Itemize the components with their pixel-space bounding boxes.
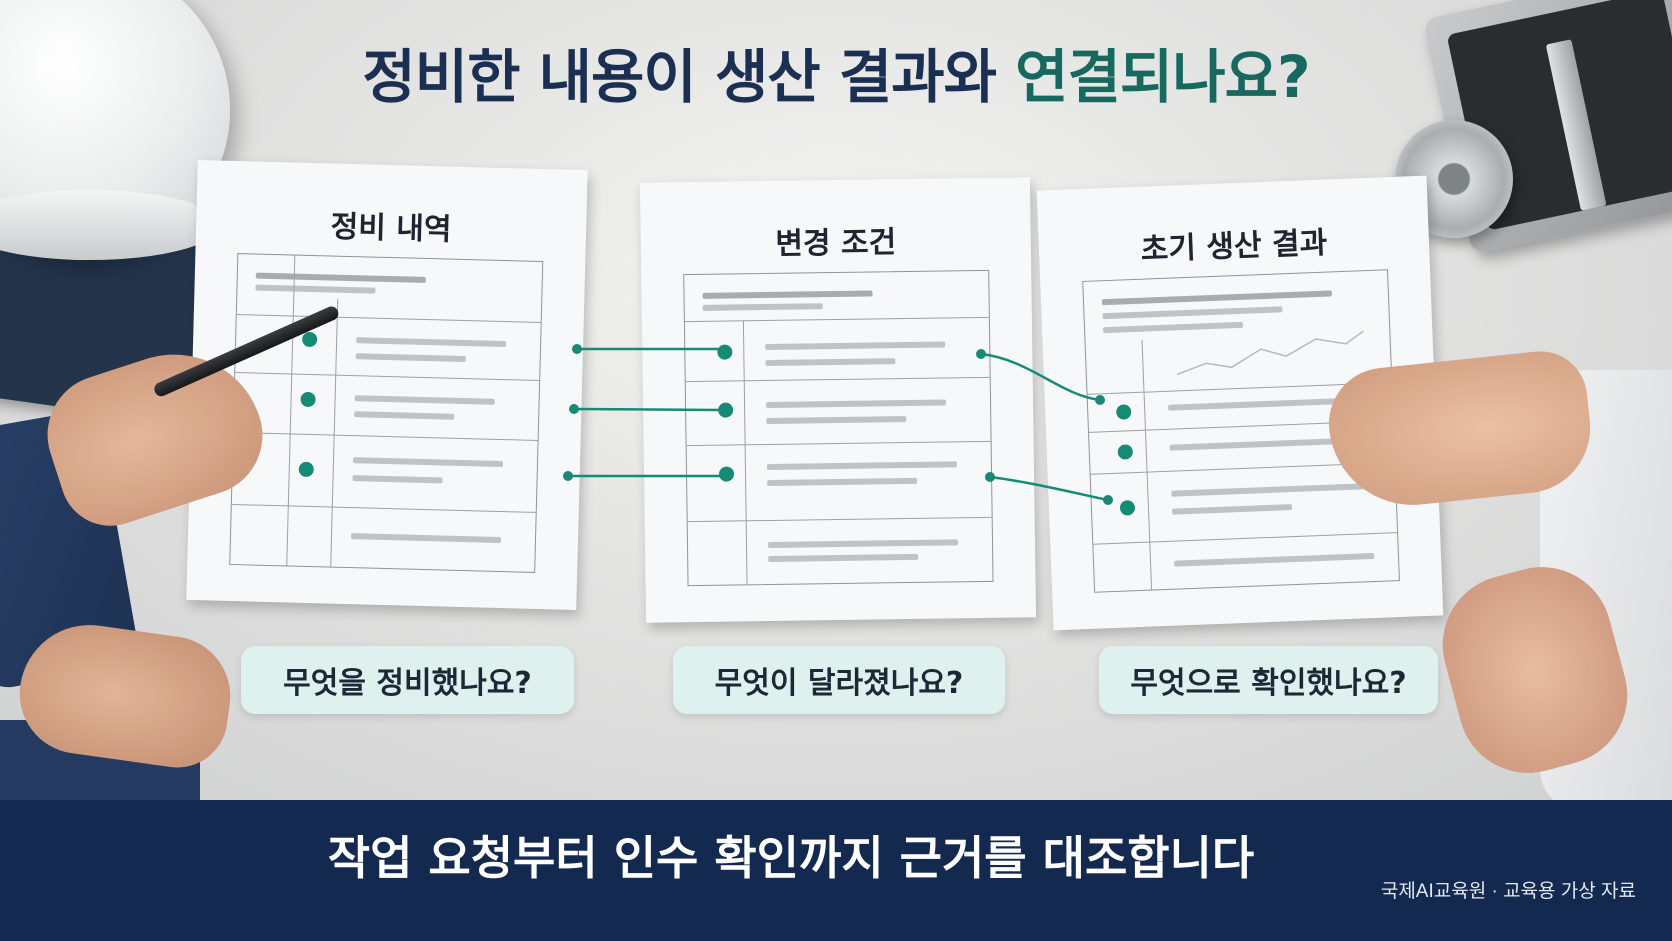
- footer-message: 작업 요청부터 인수 확인까지 근거를 대조합니다: [327, 831, 1255, 885]
- hard-hat-brim: [0, 190, 220, 260]
- photo-scene: 정비한 내용이 생산 결과와 연결되나요? 정비 내역 변경 조건: [0, 0, 1672, 800]
- footer-credit: 국제AI교육원 · 교육용 가상 자료: [1380, 881, 1636, 902]
- question-what-changed: 무엇이 달라졌나요?: [673, 646, 1005, 714]
- document-table: [1082, 269, 1400, 593]
- footer-banner: 작업 요청부터 인수 확인까지 근거를 대조합니다 국제AI교육원 · 교육용 …: [0, 800, 1672, 941]
- question-what-maintained: 무엇을 정비했나요?: [241, 646, 574, 714]
- connector-lines: [563, 344, 1113, 505]
- title-main: 정비한 내용이 생산 결과와: [362, 43, 1016, 111]
- question-how-verified: 무엇으로 확인했나요?: [1099, 646, 1438, 714]
- connector-line: [989, 475, 1109, 502]
- connector-line: [573, 407, 721, 412]
- page-title: 정비한 내용이 생산 결과와 연결되나요?: [0, 30, 1672, 114]
- trend-sketch-icon: [1176, 330, 1364, 376]
- title-accent: 연결되나요?: [1015, 43, 1310, 111]
- document-initial-production-results: 초기 생산 결과: [1036, 175, 1444, 631]
- connector-line: [981, 352, 1101, 402]
